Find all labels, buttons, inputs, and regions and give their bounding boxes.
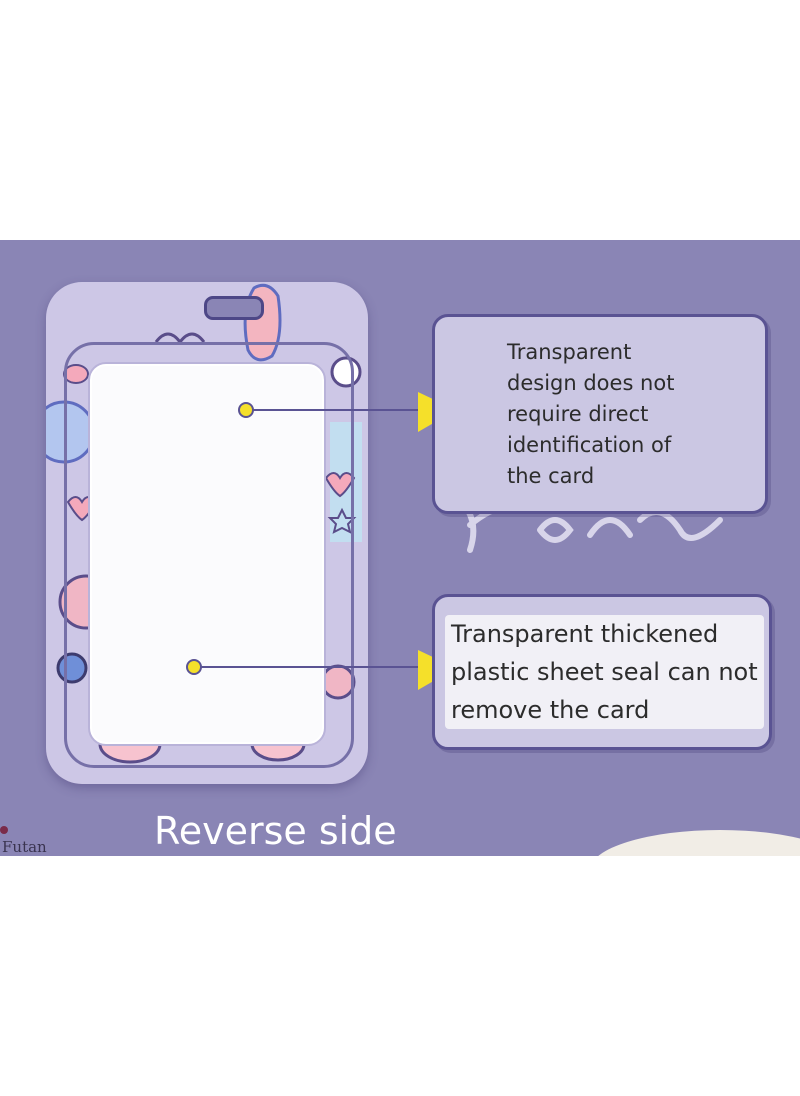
holder-frame [64,342,354,768]
pointer-dot-1 [238,402,254,418]
brand-mark [0,826,8,834]
callout-text: Transparent design does not require dire… [507,340,675,488]
card-holder [46,282,368,784]
pointer-dot-2 [186,659,202,675]
callout-sheet-seal: Transparent thickened plastic sheet seal… [432,594,772,750]
card-window [88,362,326,746]
brand-label: Futan [2,838,47,856]
callout-transparent-design: Transparent design does not require dire… [432,314,768,514]
callout-text: Transparent thickened plastic sheet seal… [445,615,764,729]
lanyard-slot [204,296,264,320]
caption-reverse-side: Reverse side [154,809,397,853]
